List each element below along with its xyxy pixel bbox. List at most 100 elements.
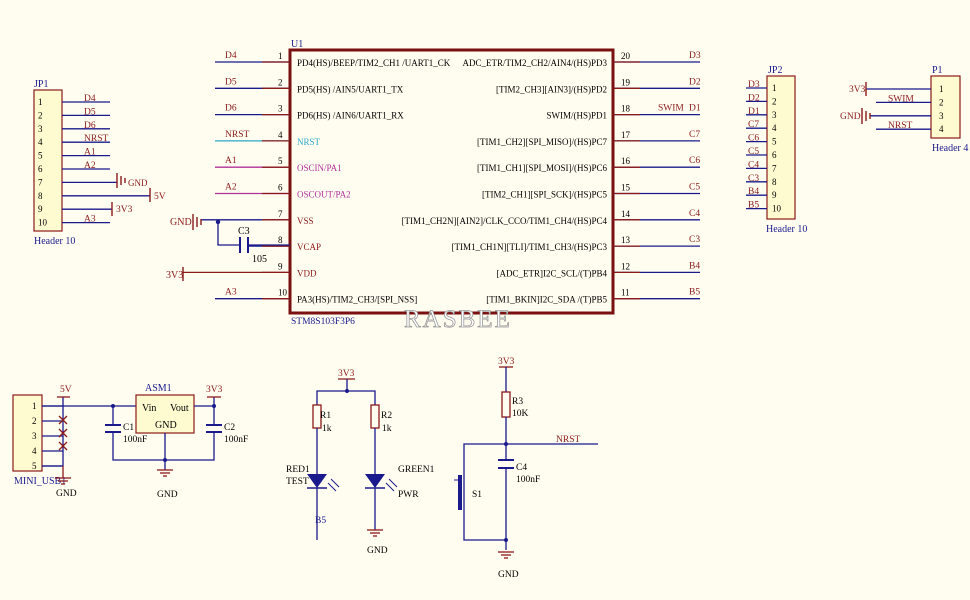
- svg-text:Vout: Vout: [170, 403, 189, 414]
- u1-pin-14: 14[TIM1_CH2N][AIN2]/CLK_CCO/TIM1_CH4/(HS…: [402, 209, 701, 226]
- u1-pin-name: PA3(HS)/TIM2_CH3/[SPI_NSS]: [297, 295, 417, 305]
- u1-pin-number: 11: [621, 288, 630, 298]
- svg-text:3V3: 3V3: [166, 270, 183, 281]
- u1-net-label: C7: [689, 130, 700, 140]
- u1-pin-number: 10: [278, 288, 288, 298]
- u1-pin-name: [TIM1_CH1][SPI_MOSI]/(HS)PC6: [477, 163, 608, 173]
- svg-text:GND: GND: [840, 112, 861, 122]
- svg-text:C5: C5: [748, 147, 759, 157]
- u1-ref: U1: [291, 39, 303, 50]
- svg-text:RED1: RED1: [286, 465, 310, 475]
- svg-text:3V3: 3V3: [116, 205, 133, 215]
- svg-text:TEST: TEST: [286, 477, 309, 487]
- u1-pin-number: 15: [621, 183, 631, 193]
- svg-text:4: 4: [32, 446, 37, 456]
- u1-net-label: C4: [689, 209, 700, 219]
- u1-net-label: D4: [225, 51, 237, 61]
- u1-net-label: NRST: [225, 130, 249, 140]
- svg-text:JP2: JP2: [768, 65, 782, 76]
- u1-net-label: D5: [225, 77, 237, 87]
- svg-text:GND: GND: [367, 546, 388, 556]
- svg-text:D3: D3: [748, 80, 760, 90]
- svg-text:Header 10: Header 10: [766, 224, 807, 235]
- svg-text:Header 10: Header 10: [34, 236, 75, 247]
- u1-pin-number: 1: [278, 51, 283, 61]
- u1-net-label: D6: [225, 104, 237, 114]
- svg-text:10: 10: [38, 218, 48, 228]
- svg-text:D4: D4: [84, 94, 96, 104]
- svg-text:A1: A1: [84, 148, 96, 158]
- p1-pin: 1: [866, 84, 944, 94]
- svg-text:5V: 5V: [154, 192, 166, 202]
- svg-text:2: 2: [772, 96, 777, 106]
- svg-text:3: 3: [772, 110, 777, 120]
- u1-net-label: B4: [689, 261, 700, 271]
- svg-text:1: 1: [772, 83, 777, 93]
- u1-pin-name: [TIM1_CH2][SPI_MISO]/(HS)PC7: [477, 137, 608, 147]
- usb-pin: 4: [32, 446, 63, 456]
- u1-pin-name: [TIM2_CH1][SPI_SCK]/(HS)PC5: [482, 190, 608, 200]
- jp2-pin: 3 D1: [746, 107, 777, 120]
- u1-pin-name: PD4(HS)/BEEP/TIM2_CH1 /UART1_CK: [297, 58, 451, 68]
- led-circuit: 3V3 R1 1k R2 1k RED1 TEST GREEN1 PWR B5 …: [286, 369, 435, 556]
- svg-text:NRST: NRST: [888, 121, 912, 131]
- jp2-pin: 4 C7: [746, 120, 777, 133]
- svg-text:100nF: 100nF: [123, 435, 147, 445]
- u1-pin-name: PD5(HS) /AIN5/UART1_TX: [297, 84, 404, 94]
- u1-net-label: A2: [225, 183, 237, 193]
- svg-text:1k: 1k: [322, 424, 332, 434]
- svg-text:4: 4: [772, 123, 777, 133]
- c3-capacitor: C3 105: [215, 219, 290, 265]
- jp1-pin: 1 D4: [38, 94, 110, 107]
- u1-pin-number: 2: [278, 77, 283, 87]
- c3-ref: C3: [238, 226, 250, 237]
- svg-text:Vin: Vin: [142, 403, 156, 414]
- svg-text:C2: C2: [224, 423, 235, 433]
- jp1-pin: 7: [38, 177, 117, 187]
- svg-text:8: 8: [38, 191, 43, 201]
- svg-text:6: 6: [772, 150, 777, 160]
- svg-text:6: 6: [38, 164, 43, 174]
- svg-text:1: 1: [939, 84, 944, 94]
- u1-pin-name: VSS: [297, 216, 314, 226]
- reset-circuit: 3V3 R3 10K NRST C4 100nF S1 GND: [454, 357, 598, 580]
- svg-text:9: 9: [772, 190, 777, 200]
- u1-pin-name: [TIM2_CH3][AIN3]/(HS)PD2: [496, 84, 607, 94]
- u1-net-label: A3: [225, 288, 237, 298]
- u1-pin-name: [ADC_ETR]I2C_SCL/(T)PB4: [496, 268, 607, 278]
- svg-text:SWIM: SWIM: [888, 94, 914, 104]
- svg-text:C7: C7: [748, 120, 759, 130]
- svg-text:GND: GND: [170, 217, 192, 228]
- c3-value: 105: [252, 254, 267, 265]
- jp2-pin: 2D2: [746, 93, 777, 106]
- svg-text:1: 1: [38, 97, 43, 107]
- jp2-pin: 6 C5: [746, 147, 777, 160]
- svg-text:3V3: 3V3: [206, 385, 223, 395]
- svg-text:D1: D1: [748, 107, 760, 117]
- svg-text:B4: B4: [748, 187, 759, 197]
- svg-text:5: 5: [32, 461, 37, 471]
- svg-text:3V3: 3V3: [498, 357, 515, 367]
- svg-text:3: 3: [939, 111, 944, 121]
- svg-text:C3: C3: [748, 174, 759, 184]
- svg-text:C4: C4: [516, 463, 527, 473]
- svg-text:GND: GND: [56, 489, 77, 499]
- watermark: RASBEE: [404, 306, 512, 333]
- svg-text:4: 4: [38, 137, 43, 147]
